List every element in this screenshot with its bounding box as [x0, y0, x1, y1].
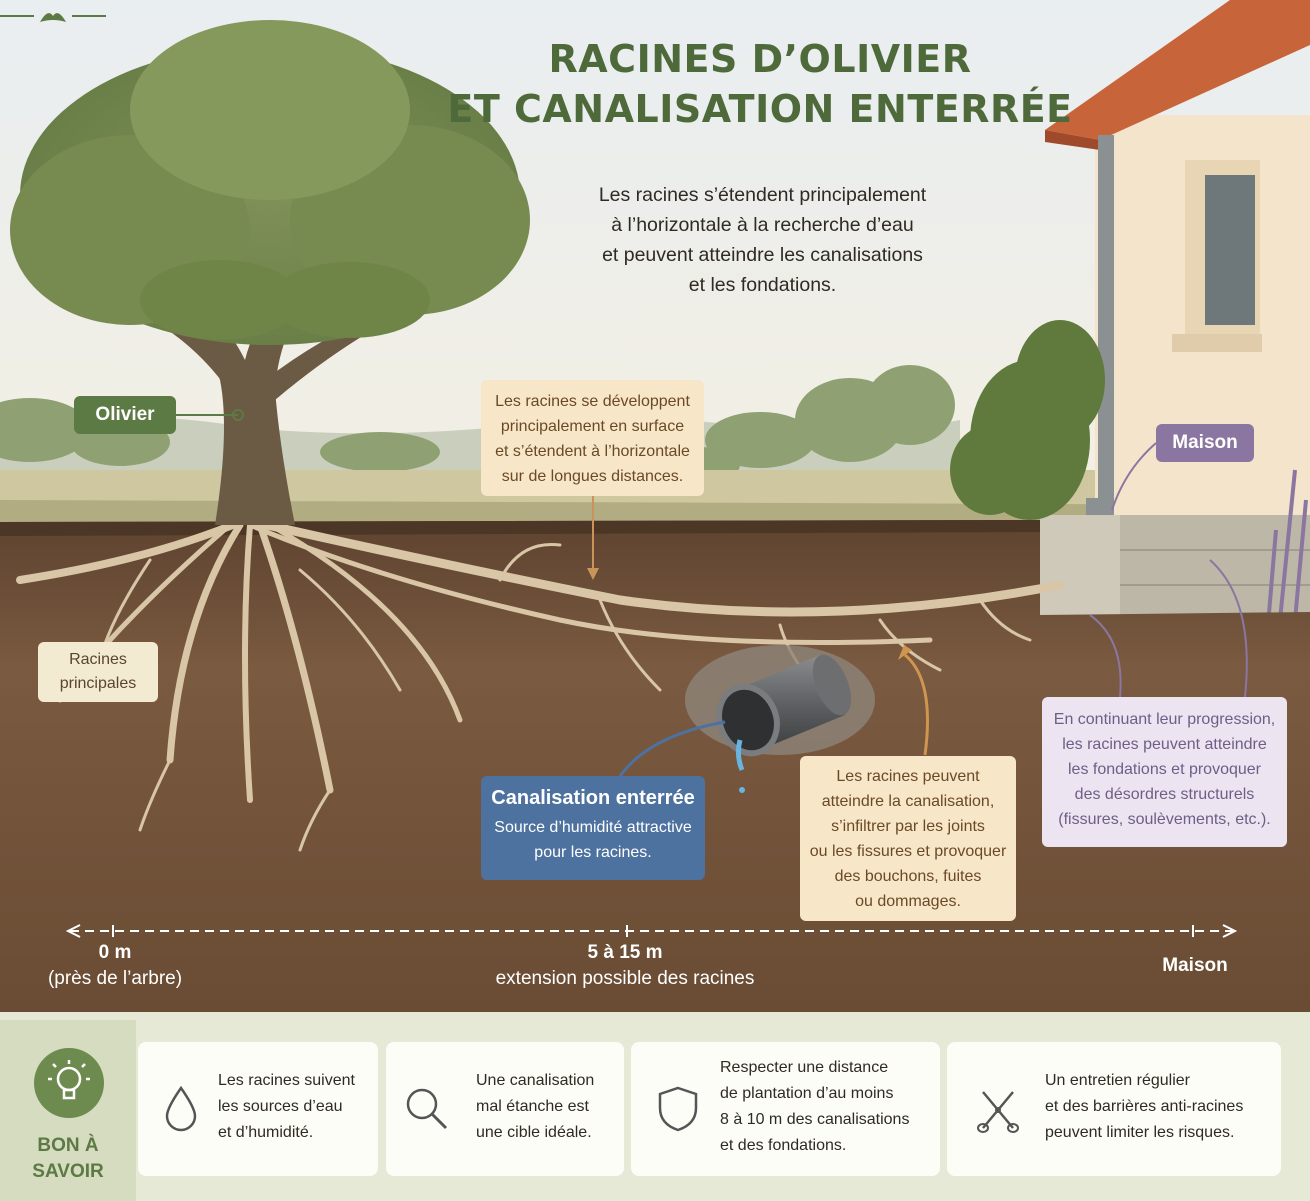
callout-line: sur de longues distances. [501, 468, 684, 485]
subtitle-line: et les fondations. [688, 274, 837, 296]
callout-surface-roots: Les racines se développent principalemen… [481, 380, 704, 496]
pruning-shears-icon [963, 1042, 1033, 1176]
tip-line: peuvent limiter les risques. [1045, 1124, 1235, 1141]
tip-card: Une canalisation mal étanche est une cib… [386, 1042, 624, 1176]
tip-line: Un entretien régulier [1045, 1072, 1190, 1089]
olive-tree [10, 20, 530, 525]
tip-line: Respecter une distance [720, 1059, 889, 1076]
magnifier-icon [392, 1042, 462, 1176]
title-line-1: RACINES D’OLIVIER [548, 37, 972, 81]
callout-line: ou dommages. [855, 893, 961, 910]
tip-card: Respecter une distance de plantation d’a… [631, 1042, 940, 1176]
label-racines-principales: Racines principales [38, 642, 158, 702]
label-maison: Maison [1156, 424, 1254, 462]
tips-bar: BON À SAVOIR Les racines suivent les sou… [0, 1012, 1310, 1201]
subtitle: Les racines s’étendent principalement à … [560, 180, 965, 300]
tip-line: une cible idéale. [476, 1124, 592, 1141]
tip-line: Les racines suivent [218, 1072, 355, 1089]
tip-line: de plantation d’au moins [720, 1085, 894, 1102]
tip-text: Les racines suivent les sources d’eau et… [218, 1068, 355, 1146]
tip-line: et des fondations. [720, 1137, 847, 1154]
lavender [1266, 469, 1308, 626]
tip-line: mal étanche est [476, 1098, 589, 1115]
page-title: RACINES D’OLIVIER ET CANALISATION ENTERR… [440, 34, 1080, 134]
illustration-scene: RACINES D’OLIVIER ET CANALISATION ENTERR… [0, 0, 1310, 1012]
tip-text: Une canalisation mal étanche est une cib… [476, 1068, 594, 1146]
scale-start: 0 m (près de l’arbre) [40, 940, 190, 992]
scale-middle: 5 à 15 m extension possible des racines [470, 940, 780, 992]
bush [950, 320, 1105, 520]
callout-line: En continuant leur progression, [1053, 711, 1276, 728]
label-olivier: Olivier [74, 396, 176, 434]
scale-end: Maison [1162, 955, 1228, 976]
bon-a-savoir-title: BON À SAVOIR [0, 1133, 136, 1185]
callout-line: (fissures, soulèvements, etc.). [1058, 811, 1271, 828]
callout-line: ou les fissures et provoquer [809, 843, 1007, 860]
callout-line: Les racines se développent [495, 393, 690, 410]
label-line: principales [59, 675, 137, 692]
tip-text: Un entretien régulier et des barrières a… [1045, 1068, 1243, 1146]
subtitle-line: à l’horizontale à la recherche d’eau [611, 214, 914, 236]
tip-line: et d’humidité. [218, 1124, 314, 1141]
roots [16, 515, 1065, 852]
callout-line: Les racines peuvent [836, 768, 980, 785]
buried-pipe [685, 645, 875, 793]
callout-canalisation: Canalisation enterrée Source d’humidité … [481, 776, 705, 880]
bon-a-savoir-line: BON À [37, 1135, 99, 1156]
label-line: Racines [69, 651, 127, 668]
callout-line: des bouchons, fuites [834, 868, 982, 885]
callout-line: s’infiltrer par les joints [831, 818, 985, 835]
tip-line: et des barrières anti-racines [1045, 1098, 1244, 1115]
scale-middle-value: 5 à 15 m [587, 942, 663, 963]
bon-a-savoir-line: SAVOIR [32, 1161, 104, 1182]
scale-middle-note: extension possible des racines [495, 968, 755, 989]
callout-title: Canalisation enterrée [491, 787, 695, 809]
callout-foundations: En continuant leur progression, les raci… [1042, 697, 1287, 847]
scale-start-note: (près de l’arbre) [47, 968, 183, 989]
subtitle-line: Les racines s’étendent principalement [598, 184, 927, 206]
callout-line: Source d’humidité attractive [494, 819, 692, 836]
leaf-ornament-icon [0, 13, 106, 22]
background-trees [0, 365, 955, 483]
tip-line: Une canalisation [476, 1072, 595, 1089]
callout-line: pour les racines. [534, 844, 652, 861]
bon-a-savoir-panel: BON À SAVOIR [0, 1020, 136, 1201]
lightbulb-icon [34, 1048, 104, 1118]
tip-card: Les racines suivent les sources d’eau et… [138, 1042, 378, 1176]
callout-connectors [176, 409, 1248, 777]
distance-scale [65, 924, 1238, 938]
callout-pipe-damage: Les racines peuvent atteindre la canalis… [800, 756, 1016, 921]
callout-line: des désordres structurels [1074, 786, 1255, 803]
callout-line: atteindre la canalisation, [821, 793, 995, 810]
scale-start-value: 0 m [98, 942, 132, 963]
callout-line: principalement en surface [500, 418, 685, 435]
tip-line: 8 à 10 m des canalisations [720, 1111, 910, 1128]
callout-line: les racines peuvent atteindre [1062, 736, 1267, 753]
tip-text: Respecter une distance de plantation d’a… [720, 1055, 909, 1159]
callout-line: et s’étendent à l’horizontale [495, 443, 690, 460]
title-line-2: ET CANALISATION ENTERRÉE [447, 87, 1073, 131]
subtitle-line: et peuvent atteindre les canalisations [602, 244, 923, 266]
tip-line: les sources d’eau [218, 1098, 343, 1115]
callout-line: les fondations et provoquer [1067, 761, 1261, 778]
tip-card: Un entretien régulier et des barrières a… [947, 1042, 1281, 1176]
shield-icon [643, 1042, 713, 1176]
water-drop-icon [146, 1042, 216, 1176]
